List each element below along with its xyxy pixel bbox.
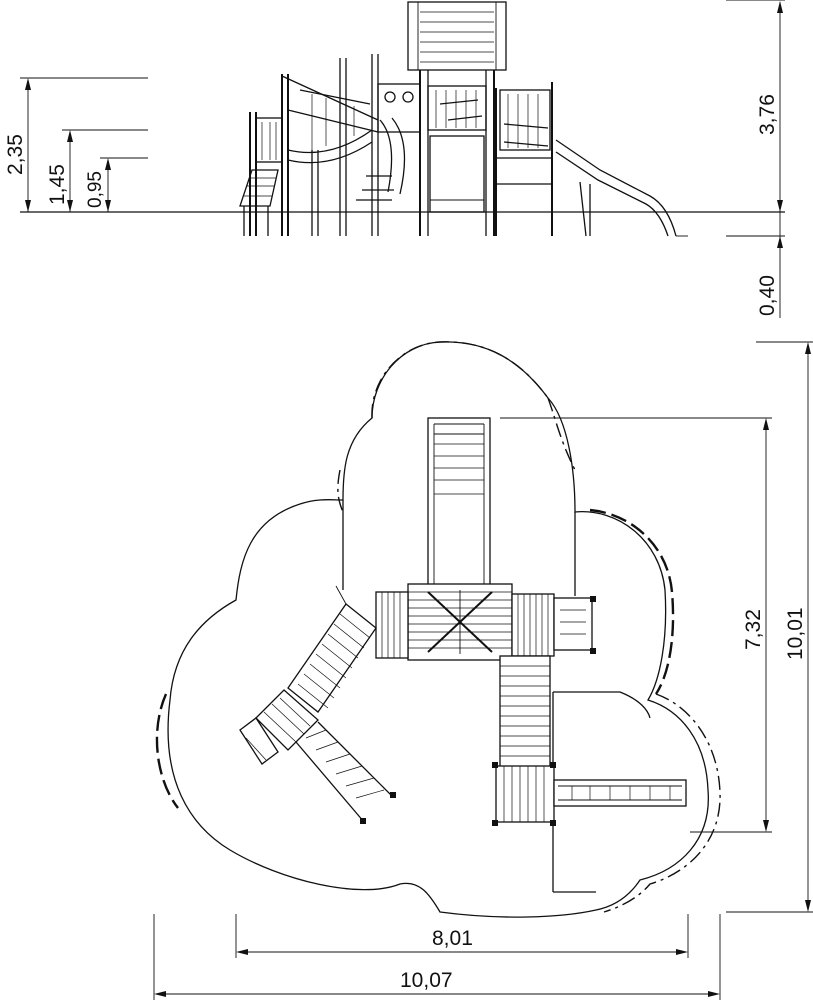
elevation-view: 2,35 1,45 0,95 3,76 0,40 bbox=[4, 0, 785, 318]
dim-depth-equipment: 7,32 bbox=[742, 609, 765, 650]
slide-plan-top bbox=[427, 417, 491, 587]
dim-height-roof: 3,76 bbox=[756, 94, 779, 135]
central-platform bbox=[407, 583, 513, 661]
dim-height-total: 2,35 bbox=[4, 134, 27, 175]
right-dimension-lines bbox=[726, 0, 785, 318]
right-deck bbox=[511, 593, 596, 657]
dim-width-safety-area: 10,07 bbox=[400, 969, 453, 992]
bottom-right-platform bbox=[492, 762, 687, 826]
plan-bottom-dimension-lines bbox=[153, 914, 721, 1000]
dim-depth-safety-area: 10,01 bbox=[784, 607, 807, 660]
vertical-bridge bbox=[499, 655, 551, 769]
structure-elevation bbox=[239, 1, 688, 237]
left-deck bbox=[375, 591, 409, 659]
dim-height-platform-high: 1,45 bbox=[46, 164, 69, 205]
lower-left-platform bbox=[239, 689, 396, 824]
plan-view: 7,32 10,01 8,01 10,07 bbox=[153, 341, 813, 1000]
dim-depth-foundation: 0,40 bbox=[756, 275, 779, 316]
diagonal-bridge bbox=[287, 585, 377, 713]
plan-right-dimension-lines bbox=[500, 341, 813, 913]
left-dimension-lines bbox=[20, 77, 148, 212]
dim-height-platform-low: 0,95 bbox=[85, 171, 106, 208]
safety-area-outline bbox=[167, 341, 709, 918]
dim-width-equipment: 8,01 bbox=[432, 927, 473, 950]
